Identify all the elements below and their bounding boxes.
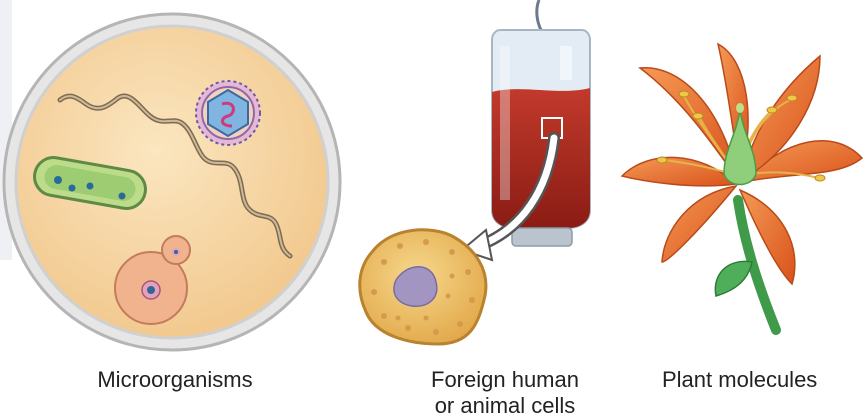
- caption-microorganisms: Microorganisms: [60, 367, 290, 393]
- blood-bag: [492, 0, 590, 246]
- caption-plant-molecules-text: Plant molecules: [662, 367, 867, 393]
- caption-foreign-cells-line1: Foreign human: [400, 367, 610, 393]
- virus: [196, 81, 260, 145]
- caption-microorganisms-text: Microorganisms: [60, 367, 290, 393]
- caption-foreign-cells-line2: or animal cells: [400, 393, 610, 419]
- foreign-cell: [360, 230, 486, 344]
- caption-plant-molecules: Plant molecules: [662, 367, 867, 393]
- caption-foreign-cells: Foreign human or animal cells: [400, 367, 610, 419]
- lily-flower: [622, 44, 862, 330]
